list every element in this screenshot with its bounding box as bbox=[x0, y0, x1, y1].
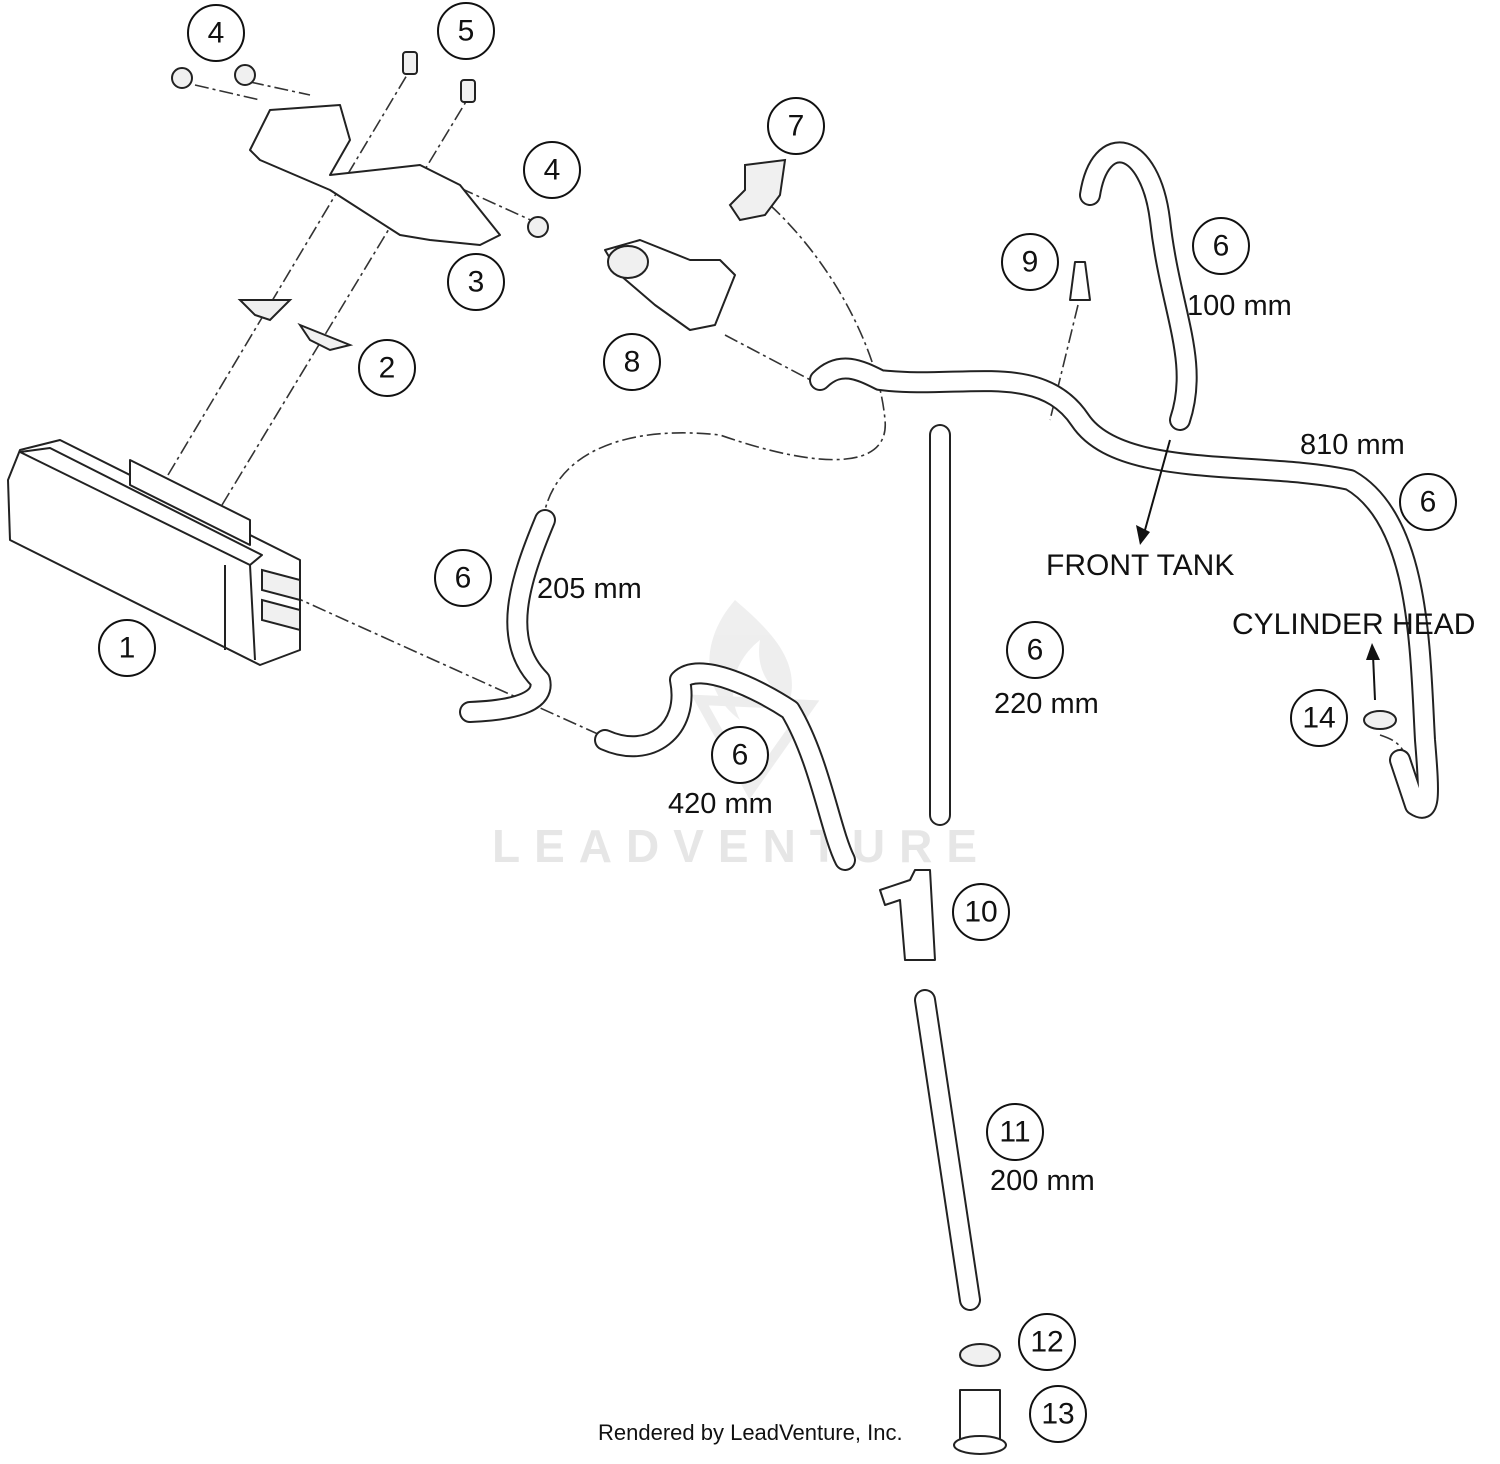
callout-label: 7 bbox=[788, 110, 805, 143]
callout-label: 6 bbox=[732, 739, 749, 772]
callout-label: 10 bbox=[964, 896, 997, 929]
t-fitting-10 bbox=[879, 869, 936, 961]
callout-label: 9 bbox=[1022, 246, 1039, 279]
callout-label: 14 bbox=[1302, 702, 1335, 735]
callout-6-100: 6 bbox=[1192, 217, 1250, 275]
charcoal-canister bbox=[7, 439, 301, 666]
callout-6-205: 6 bbox=[434, 549, 492, 607]
callout-label: 8 bbox=[624, 346, 641, 379]
direction-arrows bbox=[1136, 439, 1380, 701]
callout-9: 9 bbox=[1001, 233, 1059, 291]
dim-810: 810 mm bbox=[1300, 429, 1405, 461]
callout-6-810: 6 bbox=[1399, 473, 1457, 531]
callout-7: 7 bbox=[767, 97, 825, 155]
callout-label: 1 bbox=[119, 632, 136, 665]
callout-1: 1 bbox=[98, 619, 156, 677]
dim-200: 200 mm bbox=[990, 1165, 1095, 1197]
callout-14: 14 bbox=[1290, 689, 1348, 747]
callout-11: 11 bbox=[986, 1103, 1044, 1161]
note-cylinder-head: CYLINDER HEAD bbox=[1232, 608, 1475, 641]
watermark-text: LEADVENTURE bbox=[492, 820, 991, 872]
dim-100: 100 mm bbox=[1187, 290, 1292, 322]
callout-label: 6 bbox=[455, 562, 472, 595]
callout-label: 3 bbox=[468, 266, 485, 299]
callout-10: 10 bbox=[952, 883, 1010, 941]
callout-label: 4 bbox=[544, 154, 561, 187]
hoses bbox=[459, 141, 1439, 1311]
callout-label: 5 bbox=[458, 15, 475, 48]
callout-5: 5 bbox=[437, 2, 495, 60]
dim-205: 205 mm bbox=[537, 573, 642, 605]
callout-13: 13 bbox=[1029, 1385, 1087, 1443]
callout-label: 11 bbox=[999, 1116, 1030, 1149]
mounting-bracket bbox=[249, 104, 501, 246]
callout-label: 6 bbox=[1420, 486, 1437, 519]
rollover-valve bbox=[728, 158, 787, 222]
callout-label: 2 bbox=[379, 352, 396, 385]
callout-6-220: 6 bbox=[1006, 621, 1064, 679]
callout-label: 6 bbox=[1027, 634, 1044, 667]
callout-12: 12 bbox=[1018, 1313, 1076, 1371]
callout-4a: 4 bbox=[187, 4, 245, 62]
callout-2: 2 bbox=[358, 339, 416, 397]
note-front-tank: FRONT TANK bbox=[1046, 549, 1234, 582]
callout-4b: 4 bbox=[523, 141, 581, 199]
small-parts bbox=[953, 710, 1397, 1455]
callout-6-420: 6 bbox=[711, 726, 769, 784]
callout-8: 8 bbox=[603, 333, 661, 391]
callout-label: 6 bbox=[1213, 230, 1230, 263]
render-credit: Rendered by LeadVenture, Inc. bbox=[598, 1420, 903, 1445]
hose-fitting-9 bbox=[1069, 261, 1091, 301]
purge-solenoid bbox=[604, 239, 736, 331]
callouts: 1 2 3 4 4 5 6 6 6 6 6 7 8 9 10 11 12 13 … bbox=[98, 2, 1457, 1443]
callout-label: 13 bbox=[1041, 1398, 1074, 1431]
clip-parts bbox=[237, 299, 354, 352]
callout-3: 3 bbox=[447, 253, 505, 311]
leader-lines bbox=[167, 69, 1411, 771]
dim-420: 420 mm bbox=[668, 788, 773, 820]
callout-label: 4 bbox=[208, 17, 225, 50]
dim-220: 220 mm bbox=[994, 688, 1099, 720]
bolts bbox=[171, 51, 549, 238]
dimension-labels: 100 mm 810 mm 205 mm 220 mm 420 mm 200 m… bbox=[537, 290, 1405, 1197]
callout-label: 12 bbox=[1030, 1326, 1063, 1359]
